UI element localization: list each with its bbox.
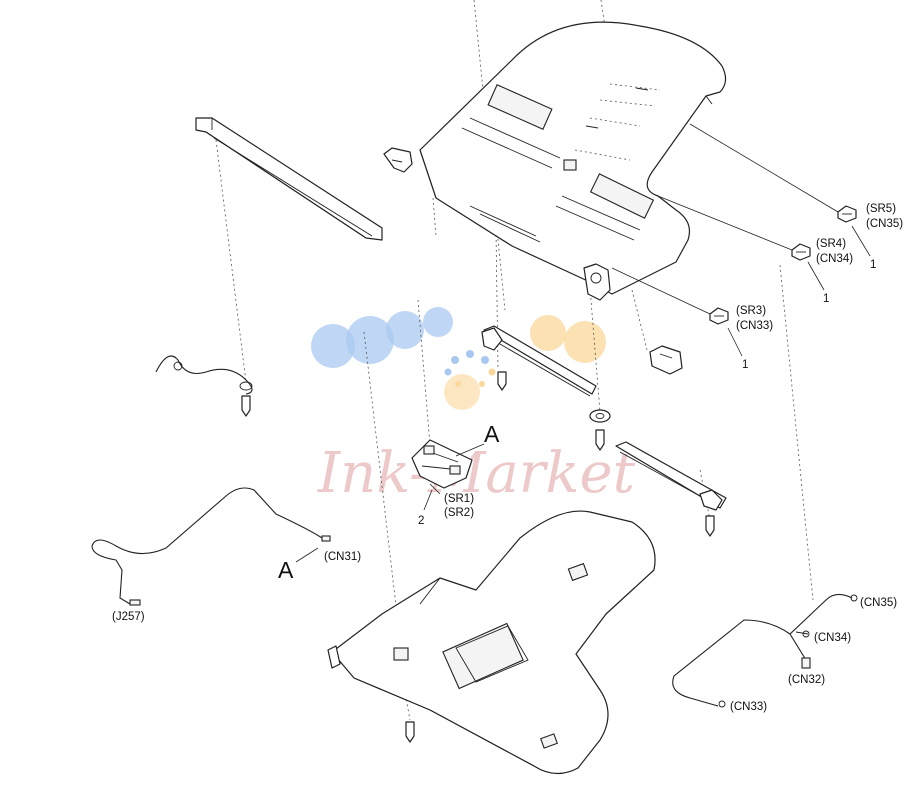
left-guide-rail <box>195 117 383 241</box>
label-cn35-top: (CN35) <box>866 218 903 230</box>
label-item-2: 2 <box>418 515 424 527</box>
label-ref-a-upper: A <box>484 421 500 447</box>
svg-text:Ink-Market: Ink-Market <box>317 441 636 506</box>
label-sr5: (SR5) <box>866 203 896 215</box>
drive-gear <box>589 409 611 451</box>
callout-labels: (SR5) (CN35) 1 (SR4) (CN34) 1 (SR3) (CN3… <box>112 203 903 713</box>
label-cn34-harness: (CN34) <box>814 632 851 644</box>
label-cn33-top: (CN33) <box>736 320 773 332</box>
sensor-board-sr1-sr2 <box>411 439 485 511</box>
label-sr2: (SR2) <box>444 507 474 519</box>
label-sr4: (SR4) <box>816 238 846 250</box>
lower-right-rail <box>615 441 727 537</box>
label-cn31: (CN31) <box>324 551 361 563</box>
right-bracket <box>649 345 683 375</box>
sensor-sr5 <box>837 205 871 257</box>
center-sensor-rail <box>481 325 597 397</box>
label-sr1: (SR1) <box>444 493 474 505</box>
label-j257: (J257) <box>112 611 145 623</box>
label-sr3: (SR3) <box>736 305 766 317</box>
label-item-1-sr3: 1 <box>742 359 748 371</box>
right-harness-cn32-35 <box>672 593 858 708</box>
label-item-1-sr4: 1 <box>823 293 829 305</box>
label-cn32-harness: (CN32) <box>788 674 825 686</box>
watermark-logo: Ink-Market <box>311 307 636 506</box>
left-harness-cn31-j257 <box>91 487 331 606</box>
label-item-1-sr5: 1 <box>870 259 876 271</box>
sensor-connection-lines <box>611 123 839 315</box>
sensor-sr3 <box>709 307 743 357</box>
label-ref-a-lower: A <box>278 557 294 583</box>
left-sensor-cable <box>155 355 253 417</box>
label-cn35-harness: (CN35) <box>860 597 897 609</box>
sensor-sr4 <box>791 243 825 291</box>
label-cn34-top: (CN34) <box>816 253 853 265</box>
upper-tray <box>383 21 727 301</box>
label-cn33-harness: (CN33) <box>730 701 767 713</box>
bottom-tray <box>327 510 656 775</box>
